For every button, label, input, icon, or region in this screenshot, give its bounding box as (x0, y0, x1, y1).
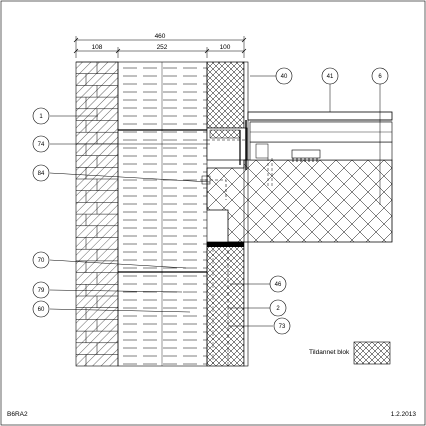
inner-leaf (206, 61, 249, 367)
floor-buildup (247, 111, 393, 143)
bearing-strip (207, 242, 244, 247)
callout-bubble-1: 1 (32, 107, 50, 125)
callout-bubble-46: 46 (269, 275, 287, 293)
callout-label: 84 (38, 171, 45, 177)
callout-label: 40 (281, 74, 288, 80)
callout-label: 1 (39, 114, 43, 120)
callout-bubble-79: 79 (32, 281, 50, 299)
dimension-inner-leaf: 100 (220, 44, 231, 51)
callouts (49, 75, 381, 327)
callout-label: 70 (38, 258, 45, 264)
dimension-insulation: 252 (157, 44, 168, 51)
drawing-code: B6RA2 (7, 411, 28, 418)
callout-bubble-40: 40 (275, 67, 293, 85)
callout-label: 2 (276, 306, 280, 312)
legend-label: Tildannet blok (309, 349, 350, 356)
callout-label: 73 (279, 324, 286, 330)
callout-label: 60 (38, 307, 45, 313)
dimension-total: 460 (155, 33, 166, 40)
dimension-brick: 108 (92, 44, 103, 51)
callout-bubble-74: 74 (32, 135, 50, 153)
dimension-chain: 460 108 252 100 (73, 33, 247, 58)
legend: Tildannet blok (309, 341, 391, 365)
callout-label: 41 (327, 74, 334, 80)
callout-label: 74 (38, 142, 45, 148)
callout-bubble-73: 73 (273, 317, 291, 335)
callout-bubble-60: 60 (32, 300, 50, 318)
ring-beam (200, 120, 248, 200)
callout-label: 79 (38, 288, 45, 294)
callout-label: 6 (378, 74, 382, 80)
callout-bubble-41: 41 (321, 67, 339, 85)
floor-slab (206, 141, 393, 243)
callout-bubble-2: 2 (269, 299, 287, 317)
drawing-date: 1.2.2013 (391, 411, 417, 418)
outer-brick-leaf (75, 61, 119, 367)
callout-bubble-6: 6 (371, 67, 389, 85)
cross-hatch-swatch-icon (353, 341, 391, 365)
callout-bubble-70: 70 (32, 251, 50, 269)
callout-label: 46 (275, 282, 282, 288)
insulation-layer (117, 61, 208, 367)
callout-bubble-84: 84 (32, 164, 50, 182)
